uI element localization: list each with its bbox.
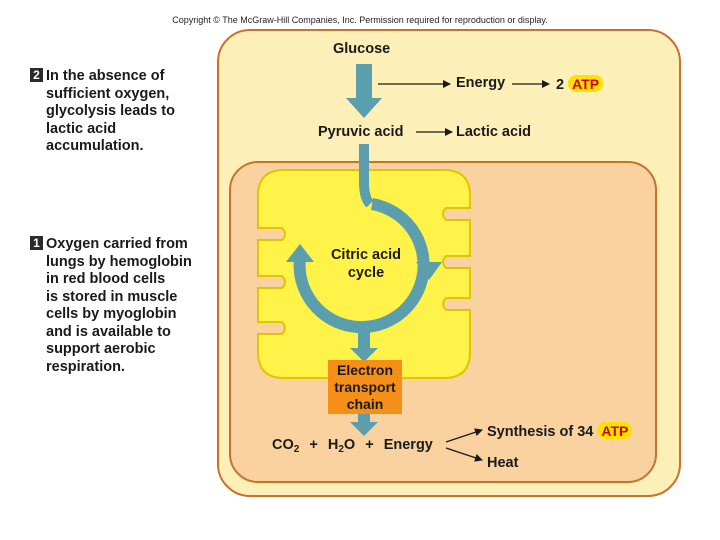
- step-2-line: glycolysis leads to: [46, 103, 175, 119]
- energy-label-top: Energy: [456, 75, 506, 91]
- atp-number-top: 2: [556, 77, 565, 93]
- etc-label-line3: chain: [346, 396, 384, 412]
- step-1-line: respiration.: [46, 358, 125, 375]
- step-2-line: In the absence of: [46, 68, 165, 84]
- electron-transport-chain-box: Electron transport chain: [328, 360, 402, 414]
- step-1-line: in red blood cells: [46, 271, 166, 287]
- step-2-line: accumulation.: [46, 138, 144, 154]
- step-1-line: Oxygen carried from: [46, 236, 188, 252]
- h2o-h: H: [327, 437, 339, 453]
- plus-sign: +: [309, 437, 318, 453]
- co2-subscript: 2: [293, 444, 300, 455]
- etc-label-line2: transport: [334, 379, 396, 395]
- mitochondrion: [257, 169, 471, 379]
- step-2-text: 2 In the absence of sufficient oxygen, g…: [30, 68, 175, 156]
- step-1-line: cells by myoglobin: [46, 306, 177, 322]
- etc-label-line1: Electron: [336, 362, 393, 378]
- heat-label: Heat: [487, 455, 519, 471]
- cycle-arrow-right: [416, 262, 442, 280]
- citric-acid-cycle-ring: [293, 198, 430, 334]
- products-equation: CO2 + H2O + Energy: [272, 437, 433, 455]
- citric-acid-cycle-label: Citric acid cycle: [312, 246, 420, 282]
- step-1-line: lungs by hemoglobin: [46, 253, 192, 270]
- glycolysis-arrow-shaft: [356, 64, 372, 100]
- plus-sign: +: [365, 437, 374, 453]
- step-1-text: 1 Oxygen carried from lungs by hemoglobi…: [30, 236, 192, 376]
- h2o-o: O: [343, 437, 356, 453]
- pyruvate-to-cycle-line: [359, 144, 374, 208]
- atp-count-top: 2 ATP: [556, 75, 604, 93]
- cycle-arrow-left: [286, 244, 314, 262]
- energy-label-bottom: Energy: [383, 437, 433, 453]
- synthesis-text: Synthesis of 34: [487, 424, 594, 440]
- atp-badge-top: ATP: [568, 75, 604, 92]
- step-1-number: 1: [30, 236, 43, 250]
- h2o-subscript: 2: [338, 444, 344, 455]
- co2-label: CO: [272, 437, 294, 453]
- step-1-line: is stored in muscle: [46, 288, 178, 305]
- etc-to-products-head: [350, 422, 378, 436]
- cycle-label-line1: Citric acid: [330, 247, 402, 263]
- glucose-label: Glucose: [333, 41, 391, 57]
- step-2-line: lactic acid: [46, 120, 117, 137]
- synthesis-arrow: [445, 428, 483, 443]
- atp-badge-bottom: ATP: [597, 422, 633, 439]
- cycle-label-line2: cycle: [347, 265, 385, 281]
- synthesis-label: Synthesis of 34 ATP: [487, 422, 633, 440]
- etc-to-products-shaft: [358, 414, 370, 424]
- pyruvic-acid-label: Pyruvic acid: [318, 124, 404, 140]
- step-1-line: support aerobic: [46, 341, 156, 357]
- step-1-line: and is available to: [46, 323, 171, 340]
- cycle-to-etc-shaft: [358, 326, 370, 350]
- lactic-acid-label: Lactic acid: [456, 124, 531, 140]
- copyright-notice: Copyright © The McGraw-Hill Companies, I…: [172, 15, 548, 25]
- cycle-to-etc-head: [350, 348, 378, 362]
- step-2-line: sufficient oxygen,: [46, 85, 170, 102]
- heat-arrow: [445, 447, 483, 462]
- glycolysis-arrow-head: [346, 98, 382, 118]
- step-2-number: 2: [30, 68, 43, 82]
